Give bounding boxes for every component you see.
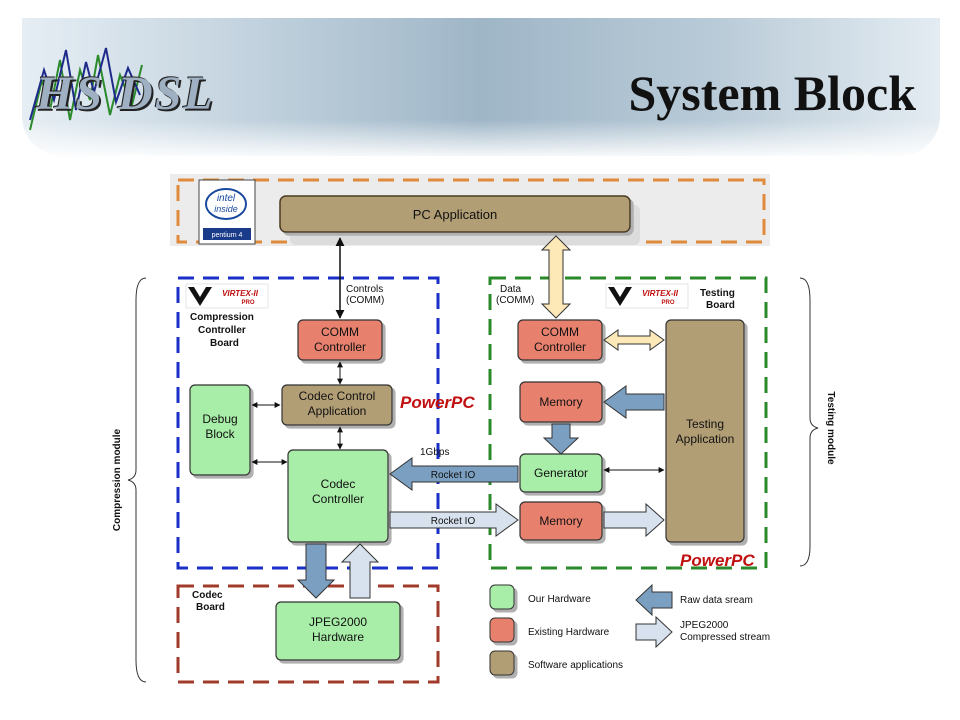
legend: Our Hardware Existing Hardware Software … [489,583,770,676]
testing-board-label-1: Testing [700,288,735,299]
virtex-logo-right: VIRTEX-II PRO [605,283,689,309]
comm-to-testing-arrow [603,329,665,351]
comm-right-label-1: COMM [541,325,579,339]
generator-block: Generator [519,453,603,493]
jpeg-label-2: Hardware [312,630,364,644]
virtex-logo-left-text: VIRTEX-II [222,289,259,298]
testing-application: Testing Application [665,319,745,543]
debug-label-2: Block [205,427,235,441]
jpeg-label-1: JPEG2000 [309,615,367,629]
debug-label-1: Debug [202,412,237,426]
legend-compressed-2: Compressed stream [680,632,770,643]
controls-label-1: Controls [346,284,383,295]
intel-pentium-logo: intel inside pentium 4 [198,179,256,245]
legend-software-swatch [489,650,515,676]
rocket-io-raw-arrow [389,457,519,491]
compressed-arrow-to-testing [603,502,665,538]
memory-bottom: Memory [519,501,603,541]
codec-controller-label-1: Codec [321,477,356,491]
debug-block: Debug Block [189,384,251,476]
legend-software-applications: Software applications [528,660,623,671]
raw-data-arrow-to-memory [603,385,665,419]
codec-controller: Codec Controller [287,449,389,543]
legend-our-hardware: Our Hardware [528,594,591,605]
compression-board-label-3: Board [210,338,239,349]
testing-module-label: Testing module [825,391,836,465]
compression-module-label: Compression module [112,428,123,531]
rocket-io-label-1: Rocket IO [431,470,476,481]
legend-raw-arrow [635,583,673,617]
data-comm-arrow [540,235,572,319]
intel-logo-text: intel [217,193,236,204]
legend-compressed-1: JPEG2000 [680,620,729,631]
rocket-io-compressed-arrow [389,503,519,537]
codec-control-application: Codec Control Application [281,384,393,426]
page-title: System Block [628,65,917,121]
raw-data-arrow-to-jpeg [296,543,336,599]
data-label-2: (COMM) [496,295,534,306]
pc-application-block: PC Application [279,195,640,245]
powerpc-logo-left: PowerPC [400,393,475,412]
memory-top: Memory [519,381,603,423]
codec-board-label-1: Codec [192,590,223,601]
testing-module-brace [799,277,819,567]
hs-dsl-logo: HS DSL [36,67,215,120]
legend-existing-hardware-swatch [489,617,515,643]
codec-control-app-label-1: Codec Control [299,389,376,403]
rocket-io-label-2: Rocket IO [431,516,476,527]
jpeg2000-hardware: JPEG2000 Hardware [275,601,401,661]
comm-right-label-2: Controller [534,340,586,354]
waveform-icon [29,47,143,131]
virtex-logo-left: VIRTEX-II PRO [185,283,269,309]
compression-board-label-2: Controller [198,325,246,336]
testing-app-label-2: Application [676,432,735,446]
comm-left-label-1: COMM [321,325,359,339]
virtex-logo-left-pro: PRO [241,300,254,306]
codec-controller-label-2: Controller [312,492,364,506]
testing-app-label-1: Testing [686,417,724,431]
speed-label: 1Gbps [420,447,449,458]
slide-header: HS DSL System Block [0,0,960,160]
data-label-1: Data [500,284,522,295]
legend-existing-hardware: Existing Hardware [528,627,610,638]
intel-logo-inside: inside [214,204,238,214]
memory-top-label: Memory [539,395,582,409]
testing-board-label-2: Board [706,300,735,311]
virtex-logo-right-pro: PRO [661,300,674,306]
comm-controller-left: COMM Controller [297,319,383,361]
comm-controller-right: COMM Controller [517,319,603,361]
pentium-logo-text: pentium 4 [212,232,243,239]
raw-data-arrow-to-generator [542,423,580,455]
codec-board-label-2: Board [196,602,225,613]
virtex-logo-right-text: VIRTEX-II [642,289,679,298]
comm-left-label-2: Controller [314,340,366,354]
banner-fade [0,120,960,160]
compression-module-brace [127,277,147,683]
memory-bottom-label: Memory [539,514,582,528]
compressed-arrow-from-jpeg [340,543,380,599]
pc-application-label: PC Application [413,207,498,222]
controls-label-2: (COMM) [346,295,384,306]
legend-raw-data: Raw data sream [680,595,753,606]
codec-control-app-label-2: Application [308,404,367,418]
legend-compressed-arrow [635,615,673,649]
legend-our-hardware-swatch [489,584,515,610]
compression-board-label-1: Compression [190,312,254,323]
testing-board-boundary [488,276,768,570]
generator-label: Generator [534,466,588,480]
powerpc-logo-right: PowerPC [680,551,755,570]
